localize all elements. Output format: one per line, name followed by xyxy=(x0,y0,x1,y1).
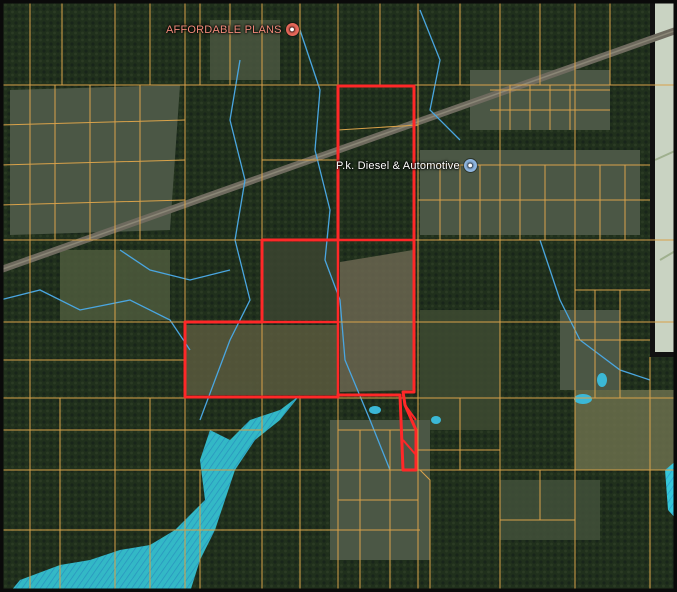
ponds xyxy=(369,373,607,424)
property-boundary[interactable] xyxy=(183,84,418,472)
inset-map-edge xyxy=(655,0,677,352)
poi-pk-diesel-label: P.k. Diesel & Automotive xyxy=(336,159,460,172)
flood-zone xyxy=(10,395,300,592)
poi-affordable-plans-label: AFFORDABLE PLANS xyxy=(166,23,282,36)
cleared-land xyxy=(60,20,677,540)
property-divider-lines xyxy=(262,238,414,395)
property-strip-diagonal xyxy=(402,404,417,456)
location-pin-icon[interactable]: ● xyxy=(463,159,477,172)
poi-affordable-plans[interactable]: AFFORDABLE PLANS ● xyxy=(166,23,299,36)
poi-pk-diesel[interactable]: P.k. Diesel & Automotive ● xyxy=(336,159,477,172)
shop-pin-icon[interactable]: ● xyxy=(285,23,299,36)
